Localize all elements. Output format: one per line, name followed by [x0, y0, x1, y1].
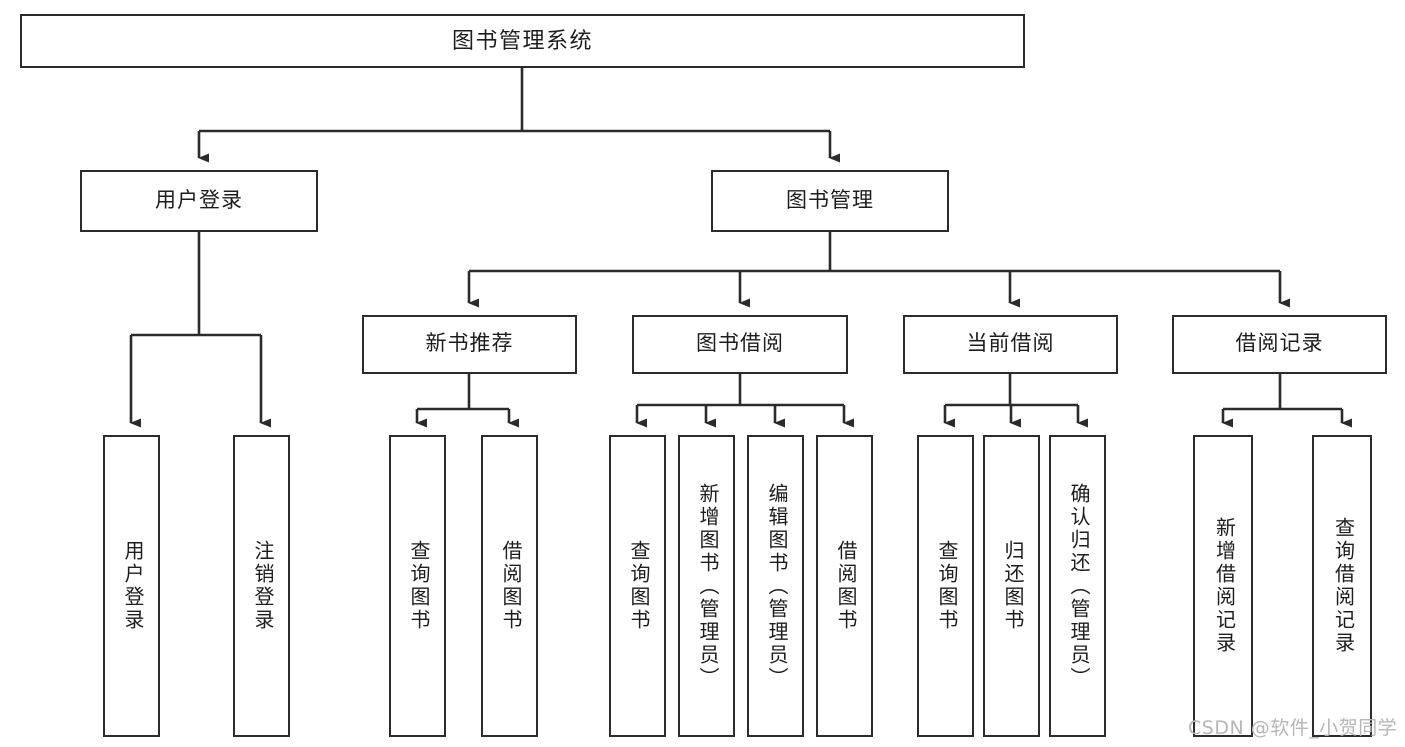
- node-borrow-record-label: 借阅记录: [1235, 332, 1324, 356]
- node-leaf-query-book-3[interactable]: 查询图书: [917, 435, 974, 737]
- node-book-manage[interactable]: 图书管理: [711, 170, 949, 232]
- node-leaf-user-login-label: 用户登录: [121, 540, 143, 632]
- node-leaf-query-book-3-label: 查询图书: [935, 540, 957, 632]
- node-leaf-add-record-label: 新增借阅记录: [1212, 517, 1235, 655]
- node-book-borrow[interactable]: 图书借阅: [632, 315, 848, 374]
- node-leaf-logout-login[interactable]: 注销登录: [233, 435, 290, 737]
- node-leaf-add-record[interactable]: 新增借阅记录: [1193, 435, 1253, 737]
- node-leaf-query-book-2-label: 查询图书: [627, 540, 649, 632]
- node-root-label: 图书管理系统: [451, 28, 593, 54]
- node-leaf-return-book-label: 归还图书: [1001, 540, 1023, 632]
- node-leaf-query-book-2[interactable]: 查询图书: [609, 435, 666, 737]
- node-leaf-logout-login-label: 注销登录: [251, 540, 273, 632]
- node-user-login[interactable]: 用户登录: [80, 170, 318, 232]
- node-leaf-confirm-return[interactable]: 确认归还（管理员）: [1049, 435, 1106, 737]
- node-leaf-add-book[interactable]: 新增图书（管理员）: [678, 435, 735, 737]
- node-user-login-label: 用户登录: [155, 188, 243, 212]
- node-leaf-edit-book-label: 编辑图书（管理员）: [765, 482, 787, 690]
- node-leaf-edit-book[interactable]: 编辑图书（管理员）: [747, 435, 804, 737]
- node-current-borrow[interactable]: 当前借阅: [903, 315, 1118, 374]
- node-root[interactable]: 图书管理系统: [20, 14, 1025, 68]
- node-leaf-query-record[interactable]: 查询借阅记录: [1312, 435, 1372, 737]
- node-new-book-recommend-label: 新书推荐: [425, 332, 514, 356]
- watermark: CSDN @软件_小贺同学: [1188, 717, 1398, 739]
- node-book-borrow-label: 图书借阅: [696, 332, 784, 356]
- node-leaf-borrow-book-2[interactable]: 借阅图书: [816, 435, 873, 737]
- node-leaf-query-book-1[interactable]: 查询图书: [389, 435, 446, 737]
- node-leaf-return-book[interactable]: 归还图书: [983, 435, 1040, 737]
- node-leaf-query-record-label: 查询借阅记录: [1331, 517, 1354, 655]
- node-leaf-borrow-book-1[interactable]: 借阅图书: [481, 435, 538, 737]
- node-leaf-query-book-1-label: 查询图书: [407, 540, 429, 632]
- node-leaf-add-book-label: 新增图书（管理员）: [696, 482, 718, 690]
- node-book-manage-label: 图书管理: [786, 188, 874, 212]
- node-leaf-confirm-return-label: 确认归还（管理员）: [1067, 482, 1089, 690]
- node-leaf-borrow-book-2-label: 借阅图书: [834, 540, 856, 632]
- node-current-borrow-label: 当前借阅: [966, 332, 1055, 356]
- node-new-book-recommend[interactable]: 新书推荐: [362, 315, 577, 374]
- node-leaf-borrow-book-1-label: 借阅图书: [499, 540, 521, 632]
- node-leaf-user-login[interactable]: 用户登录: [103, 435, 160, 737]
- node-borrow-record[interactable]: 借阅记录: [1172, 315, 1387, 374]
